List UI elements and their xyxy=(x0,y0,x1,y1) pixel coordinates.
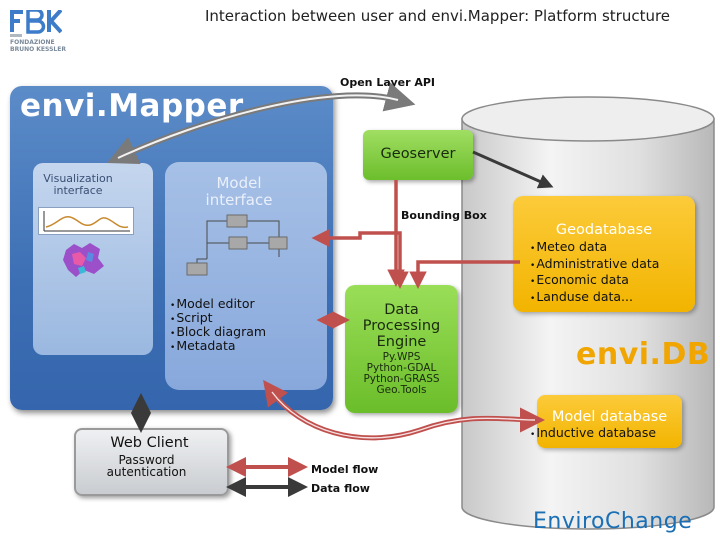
dpe-title-line1: Data xyxy=(384,302,419,318)
model-interface-title-line2: interface xyxy=(205,191,273,209)
map-thumbnail-icon xyxy=(63,243,104,277)
model-interface-title: Model interface xyxy=(176,175,302,209)
list-item: Inductive database xyxy=(530,426,656,442)
model-interface-title-line1: Model xyxy=(216,174,262,192)
open-layer-api-arrow xyxy=(107,82,416,165)
web-client-title: Web Client xyxy=(110,435,189,451)
list-item: Landuse data... xyxy=(530,289,659,307)
visualization-title-line2: interface xyxy=(53,184,103,197)
visualization-title-line1: Visualization xyxy=(43,172,113,185)
legend-data-flow-label: Data flow xyxy=(311,482,370,495)
fbk-logo-mark xyxy=(10,8,63,37)
web-client-sub-line1: Password xyxy=(118,453,175,467)
model-interface-boundingbox-arrow xyxy=(311,229,409,289)
dpe-title-line3: Engine xyxy=(376,334,427,350)
envirochange-logo: EnviroChange xyxy=(533,509,692,534)
geodatabase-title: Geodatabase xyxy=(555,222,653,238)
geodatabase-list: Meteo data Administrative data Economic … xyxy=(530,240,659,306)
bounding-box-label: Bounding Box xyxy=(401,209,487,222)
web-client-subtitle: Password autentication xyxy=(74,454,219,478)
fbk-org-name: FONDAZIONE BRUNO KESSLER xyxy=(10,39,66,53)
list-item: Meteo data xyxy=(530,240,659,257)
geodatabase-to-dpe-arrow xyxy=(409,260,520,289)
list-item: Metadata xyxy=(170,339,266,354)
chart-thumbnail-icon xyxy=(38,207,134,235)
data-processing-engine-title: Data Processing Engine xyxy=(345,302,458,350)
list-item: Py.WPS xyxy=(382,351,421,363)
model-database-list: Inductive database xyxy=(530,426,656,442)
model-interface-list: Model editor Script Block diagram Metada… xyxy=(170,297,266,354)
envidb-label: envi.DB xyxy=(576,337,711,372)
list-item: Model editor xyxy=(170,297,266,312)
web-client-box[interactable] xyxy=(74,428,229,496)
fbk-logo xyxy=(10,8,63,38)
list-item: Python-GRASS xyxy=(363,373,440,385)
geoserver-to-geodatabase-arrow xyxy=(472,150,554,189)
list-item: Administrative data xyxy=(530,256,659,274)
block-diagram-icon xyxy=(186,214,288,276)
visualization-interface-title: Visualization interface xyxy=(36,173,120,197)
fbk-org-line2: BRUNO KESSLER xyxy=(10,46,66,53)
fbk-org-line1: FONDAZIONE xyxy=(10,39,55,46)
list-item: Economic data xyxy=(530,273,659,290)
web-client-sub-line2: autentication xyxy=(106,465,187,479)
legend-model-flow-label: Model flow xyxy=(311,463,379,476)
envirochange-logo-text: EnviroChange xyxy=(533,509,693,534)
list-item: Python-GDAL xyxy=(366,362,437,374)
model-database-title: Model database xyxy=(551,409,668,425)
model-database-to-dpe-arrow xyxy=(263,379,545,441)
list-item: Block diagram xyxy=(170,325,266,340)
dpe-title-line2: Processing xyxy=(362,318,441,334)
page-title: Interaction between user and envi.Mapper… xyxy=(205,7,671,25)
list-item: Script xyxy=(170,311,266,326)
